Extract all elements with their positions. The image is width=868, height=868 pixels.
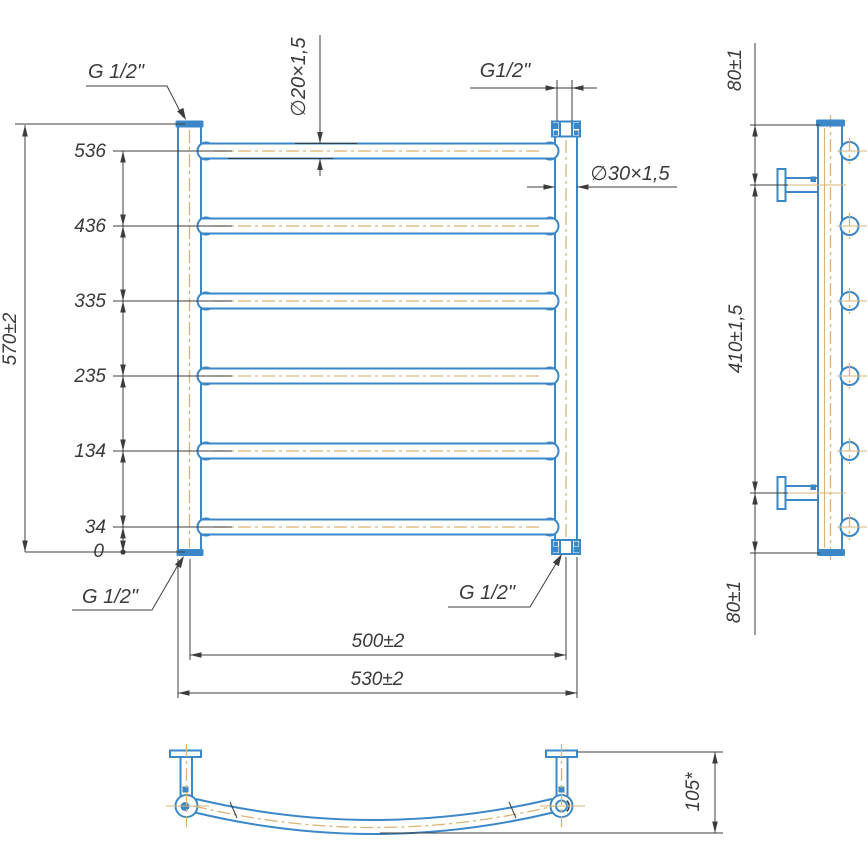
fitting-hatch [553,130,558,135]
overall-width-label: 530±2 [351,669,404,690]
fitting-hatch [574,130,579,135]
side-bottom-offset-label: 80±1 [724,581,745,623]
level-label-335: 335 [74,291,106,312]
center-distance-label: 500±2 [352,631,405,652]
fitting-hatch [573,123,579,129]
fitting-hatch [553,541,558,546]
total-height-label: 570±2 [0,312,21,365]
side-tube-top-cap [816,119,845,127]
side-tube-bottom-cap [817,549,845,556]
level-label-436: 436 [74,216,106,237]
front-dimension-lines [15,35,677,698]
level-label-235: 235 [73,366,106,387]
heating-rail-3 [196,291,560,311]
curved-rail-bottom-edge [192,811,556,835]
rail-diameter-label: ∅20×1,5 [288,37,310,117]
side-dimension-lines [750,43,820,635]
bracket-weld-mark [810,484,816,490]
left-weld-mark [182,786,189,793]
left-tube-bottom-cap [176,549,204,556]
right-tube-bottom-fitting [551,539,581,555]
collector-diameter-label: ∅30×1,5 [590,163,670,185]
thread-label-bottom-left: G 1/2" [82,586,139,608]
right-bracket-stem [555,757,569,796]
thread-label-bottom-right: G 1/2" [459,582,516,604]
heating-rail-1 [196,141,560,161]
left-tube-top-cap [175,120,204,128]
bottom-view: 105* [166,744,723,835]
curved-rail-top-edge [195,798,553,821]
bottom-dimension-lines [229,751,723,834]
right-weld-mark [558,786,565,793]
right-tube-top-fitting [551,120,581,138]
side-bracket-distance-label: 410±1,5 [726,304,747,373]
level-label-0: 0 [93,541,104,562]
fitting-hatch [553,546,559,553]
level-label-134: 134 [74,441,106,462]
stub-centerlines-h [837,150,867,528]
collector-centerlines [188,130,567,548]
bracket-weld-mark [810,176,816,182]
thread-label-top-left: G 1/2" [88,61,145,83]
depth-label: 105* [683,772,704,812]
left-bracket-stem [179,757,193,796]
fitting-thread-lines [559,540,573,554]
heating-rail-5 [196,441,560,461]
fitting-hatch [573,546,579,553]
bottom-view-centerlines-v [185,744,563,827]
fitting-hatch [553,123,559,129]
heating-rail-2 [196,216,560,236]
side-top-offset-label: 80±1 [725,49,746,91]
heating-rail-4 [196,366,560,386]
level-label-536: 536 [74,141,106,162]
side-view: 80±1 410±1,5 80±1 [724,43,867,635]
heating-rail-6 [196,517,560,537]
level-label-34: 34 [85,517,106,538]
curved-rail-centerline [193,805,555,829]
datum-dot [120,549,126,555]
left-bracket-flange [169,749,202,758]
fitting-hatch [574,541,579,546]
fitting-thread-lines [559,122,573,136]
thread-label-top-right: G1/2" [480,60,531,82]
front-view: 536 436 335 235 134 34 0 570±2 G 1/2" ∅2… [0,35,677,698]
